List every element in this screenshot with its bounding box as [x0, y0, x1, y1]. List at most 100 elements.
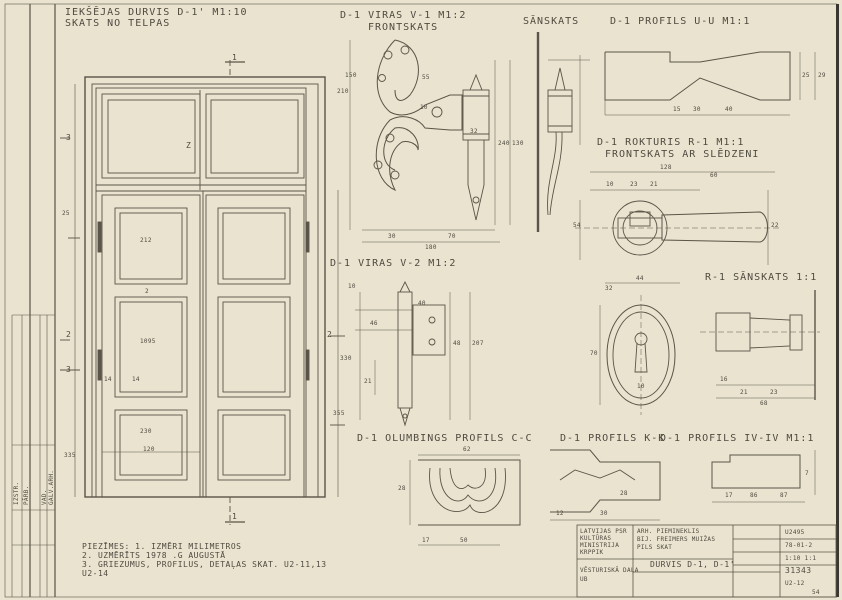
hinge-v2-title: D-1 VIRAS V-2 M1:2 — [330, 258, 457, 269]
ivw-dim: 87 — [780, 492, 788, 499]
hinge-v1-subtitle: FRONTSKATS — [368, 22, 439, 33]
ivw-dim: 7 — [805, 470, 809, 477]
hinge2-dim: 48 — [453, 340, 461, 347]
title-block-frame — [576, 524, 837, 598]
org-line: MINISTRIJA — [580, 542, 620, 549]
door-dim: 355 — [333, 410, 345, 417]
olumbing-dim: 50 — [460, 537, 468, 544]
section-mark-left-3b: 3 — [66, 365, 72, 374]
hinge-v1-front — [349, 39, 511, 243]
door-dim: 230 — [140, 428, 152, 435]
section-mark-top: 1 — [232, 53, 238, 62]
handle-dim: 22 — [771, 222, 779, 229]
drawing-code: U2495 — [785, 529, 805, 536]
handle-side-title: R-1 SĀNSKATS 1:1 — [705, 272, 818, 283]
note-line: 2. UZMĒRĪTS 1978 .G AUGUSTĀ — [82, 551, 226, 560]
door-dim: 14 — [132, 376, 140, 383]
profile-iv-iv — [711, 450, 816, 503]
keyhole-dim: 10 — [637, 383, 645, 390]
olumbing-dim: 28 — [398, 485, 406, 492]
section-mark-left-3: 3 — [66, 133, 72, 142]
section-mark-left: 2 — [66, 330, 72, 339]
hinge-dim: 30 — [388, 233, 396, 240]
hinge-dim: 32 — [470, 128, 478, 135]
hinge-dim: 10 — [420, 104, 428, 111]
door-dim: 330 — [340, 355, 352, 362]
profile-k-k — [550, 449, 661, 521]
profile-dim: 29 — [818, 72, 826, 79]
keyhole-dim: 70 — [590, 350, 598, 357]
drawing-number: 31343 — [785, 566, 812, 575]
project-line: BIJ. FREIMERS MUIŽAS — [637, 536, 716, 543]
hinge2-dim: 10 — [348, 283, 356, 290]
door-dim: 120 — [143, 446, 155, 453]
hinge-dim: 150 — [345, 72, 357, 79]
hinge-dim: 210 — [337, 88, 349, 95]
hinge2-dim: 207 — [472, 340, 484, 347]
handle-dim: 10 — [606, 181, 614, 188]
project-line: PILS SKAT — [637, 544, 673, 551]
handle-dim: 60 — [710, 172, 718, 179]
keyhole-dim: 32 — [605, 285, 613, 292]
dept-line: VĒSTURISKĀ DAĻA — [580, 567, 639, 574]
org-line: KULTŪRAS — [580, 535, 612, 542]
hinge-v1-title: D-1 VIRAS V-1 M1:2 — [340, 10, 467, 21]
org-line: LATVIJAS PSR — [580, 528, 627, 535]
handle-dim: 23 — [630, 181, 638, 188]
hinge2-dim: 40 — [418, 300, 426, 307]
profile-dim: 30 — [693, 106, 701, 113]
profile-dim: 15 — [673, 106, 681, 113]
keyhole-escutcheon — [599, 282, 680, 415]
sheet-label: DURVIS D-1, D-1' — [650, 560, 736, 569]
handle-dim: 21 — [650, 181, 658, 188]
hinge-dim: 55 — [422, 74, 430, 81]
olumbing-profile — [409, 454, 521, 546]
stamp-label: VAD. — [41, 489, 48, 505]
main-subtitle: SKATS NO TELPAS — [65, 18, 171, 29]
door-dim: 212 — [140, 237, 152, 244]
kk-dim: 12 — [556, 510, 564, 517]
dept-line: UB — [580, 576, 588, 583]
page-number: 54 — [812, 589, 820, 596]
ivw-dim: 86 — [750, 492, 758, 499]
drawing-ref: U2-12 — [785, 580, 805, 587]
main-title: IEKŠĒJAS DURVIS D-1' M1:10 — [65, 7, 248, 18]
ivw-dim: 17 — [725, 492, 733, 499]
door-dim: 1095 — [140, 338, 156, 345]
section-mark-right: 2 — [327, 330, 333, 339]
stamp-label: GALV.ARH. — [48, 469, 55, 505]
drawing-scale: 1:10 1:1 — [785, 555, 817, 562]
hinge2-dim: 21 — [364, 378, 372, 385]
hinge-dim: 180 — [425, 244, 437, 251]
side-stamp — [11, 314, 55, 597]
side-dim: 68 — [760, 400, 768, 407]
side-dim: 23 — [770, 389, 778, 396]
project-line: ARH. PIEMINEKLIS — [637, 528, 700, 535]
section-mark-bottom: 1 — [232, 512, 238, 521]
handle-side-view — [700, 290, 820, 400]
olumbing-dim: 17 — [422, 537, 430, 544]
door-dim: 25 — [62, 210, 70, 217]
handle-dim: 54 — [573, 222, 581, 229]
note-line: PIEZĪMES: 1. IZMĒRI MILIMETROS — [82, 542, 242, 551]
stamp-label: IZSTR. — [13, 481, 20, 505]
door-elevation — [60, 60, 345, 525]
hinge-dim: 240 — [498, 140, 510, 147]
profile-uu-title: D-1 PROFILS U-U M1:1 — [610, 16, 751, 27]
olumbing-dim: 62 — [463, 446, 471, 453]
note-line: U2-14 — [82, 569, 109, 578]
door-dim: 14 — [104, 376, 112, 383]
hinge-dim: 130 — [512, 140, 524, 147]
profile-kk-title: D-1 PROFILS K-K — [560, 433, 666, 444]
stamp-label: PĀRB. — [23, 485, 30, 505]
olumbing-title: D-1 OLUMBINGS PROFILS C-C — [357, 433, 533, 444]
note-line: 3. GRIEZUMUS, PROFILUS, DETAĻAS SKAT. U2… — [82, 560, 327, 569]
side-dim: 16 — [720, 376, 728, 383]
side-view-title: SĀNSKATS — [523, 16, 580, 27]
handle-subtitle: FRONTSKATS AR SLĒDZENI — [605, 149, 760, 160]
handle-dim: 128 — [660, 164, 672, 171]
transom-mark: Z — [186, 141, 192, 150]
hinge-side-view — [536, 32, 590, 232]
